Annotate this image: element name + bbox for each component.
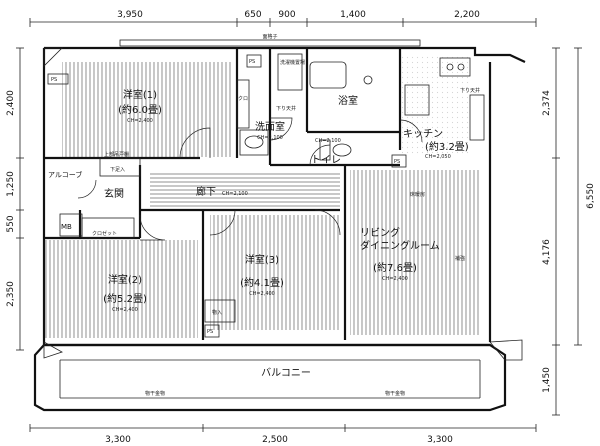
ps-label-1: PS xyxy=(51,77,57,83)
entrance-name: 玄関 xyxy=(104,187,124,200)
storage-label: 物入 xyxy=(212,309,222,316)
closet-short-label: クロ xyxy=(238,96,248,102)
dim-bottom-2: 2,500 xyxy=(262,435,288,445)
western3-size: (約4.1畳) xyxy=(240,276,284,289)
dim-right-1: 2,374 xyxy=(542,90,552,116)
western3-name: 洋室(3) xyxy=(245,253,279,266)
western2-ch: CH=2,400 xyxy=(112,307,138,313)
door-swings xyxy=(77,117,423,241)
dim-left-2: 1,250 xyxy=(6,171,16,197)
dim-left-3: 550 xyxy=(6,215,16,232)
dim-bottom-3: 3,300 xyxy=(427,435,453,445)
western1-ch: CH=2,400 xyxy=(127,118,153,124)
ps-label-4: PS xyxy=(207,329,213,335)
living-name-2: ダイニングルーム xyxy=(360,239,440,252)
balcony-label: バルコニー xyxy=(261,367,311,379)
western1-name: 洋室(1) xyxy=(123,88,157,101)
dim-right-2: 6,550 xyxy=(586,183,596,209)
railing-label: 面格子 xyxy=(262,33,277,40)
ps-label-3: PS xyxy=(394,159,400,165)
ceiling-label-2: 下り天井 xyxy=(460,87,480,94)
fixtures: PS PS PS PS 洗濯機置場 MB クロゼット 下足入 上部吊戸棚 クロ … xyxy=(43,47,485,338)
dim-left-4: 2,350 xyxy=(6,281,16,307)
living-ch: CH=2,400 xyxy=(382,276,408,282)
floor-heating-label: 床暖房 xyxy=(410,191,425,198)
kitchen-size: (約3.2畳) xyxy=(425,140,469,153)
dim-right-4: 1,450 xyxy=(542,367,552,393)
living-size: (約7.6畳) xyxy=(373,261,417,274)
kitchen-ch: CH=2,050 xyxy=(425,154,451,160)
living-name-1: リビング xyxy=(360,226,400,239)
toilet-name: トイレ xyxy=(311,155,341,166)
upper-closet-label: 上部吊戸棚 xyxy=(104,151,129,158)
washroom-ch: CH=2,100 xyxy=(257,135,283,141)
dimension-lines xyxy=(16,18,582,432)
mb-label: MB xyxy=(61,223,72,231)
top-railing: 面格子 xyxy=(119,33,421,47)
reinforced-label: 補強 xyxy=(455,255,465,262)
dimension-labels: 3,950 650 900 1,400 2,200 3,300 2,500 3,… xyxy=(6,10,596,445)
dim-top-3: 900 xyxy=(278,10,295,20)
dim-top-4: 1,400 xyxy=(340,10,366,20)
hallway-ch: CH=2,100 xyxy=(222,191,248,197)
rail-hanging-right: 物干金物 xyxy=(385,390,405,397)
dim-right-3: 4,176 xyxy=(542,239,552,265)
alcove-label: アルコーブ xyxy=(48,170,82,179)
kitchen-name: キッチン xyxy=(403,128,443,140)
toilet-ch: CH=2,100 xyxy=(315,138,341,144)
floor-hatching xyxy=(44,55,480,338)
dim-bottom-1: 3,300 xyxy=(105,435,131,445)
bathroom-name: 浴室 xyxy=(338,94,358,107)
shoe-box-label: 下足入 xyxy=(110,167,125,173)
washroom-name: 洗面室 xyxy=(255,120,285,133)
dim-left-1: 2,400 xyxy=(6,90,16,116)
balcony-area xyxy=(33,339,523,412)
hallway-name: 廊下 xyxy=(196,185,216,198)
dim-top-2: 650 xyxy=(244,10,261,20)
closet-label: クロゼット xyxy=(92,230,117,237)
ceiling-label-1: 下り天井 xyxy=(276,105,296,112)
laundry-label: 洗濯機置場 xyxy=(280,59,305,66)
dim-top-5: 2,200 xyxy=(454,10,480,20)
western1-size: (約6.0畳) xyxy=(118,103,162,116)
western2-size: (約5.2畳) xyxy=(103,292,147,305)
dim-top-1: 3,950 xyxy=(117,10,143,20)
western3-ch: CH=2,400 xyxy=(249,291,275,297)
rail-hanging-left: 物干金物 xyxy=(145,390,165,397)
room-labels: 洋室(1) (約6.0畳) CH=2,400 洋室(2) (約5.2畳) CH=… xyxy=(48,87,480,397)
ps-label-2: PS xyxy=(249,59,255,65)
western2-name: 洋室(2) xyxy=(108,273,142,286)
